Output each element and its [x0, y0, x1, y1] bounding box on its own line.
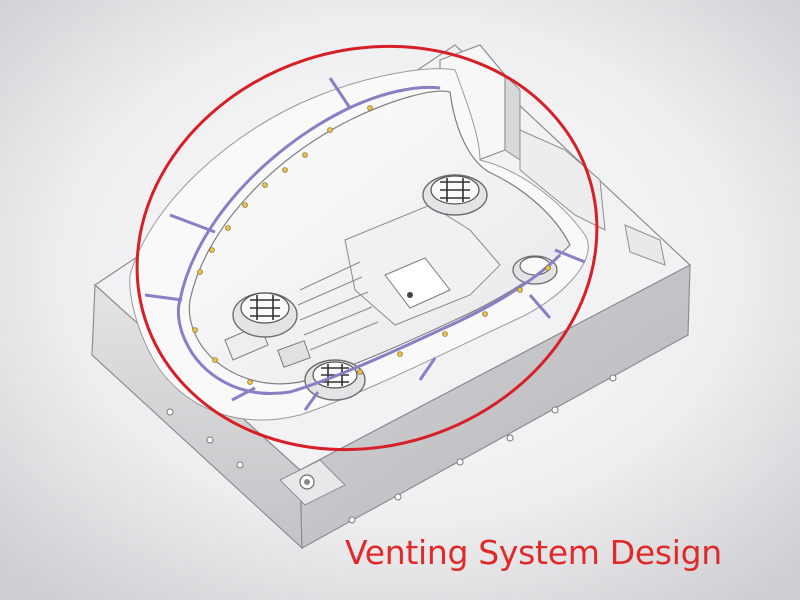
cavity-details [224, 204, 501, 368]
highlight-ellipse [135, 44, 599, 452]
diagram-caption: Venting System Design [345, 533, 722, 572]
mold-right-side [299, 263, 691, 550]
ejector-pin-boss-1 [422, 174, 488, 216]
vent-dots [192, 105, 551, 385]
vent-channel [176, 85, 562, 395]
ejector-pin-boss-2 [232, 292, 298, 338]
vent-exhaust-lines [144, 77, 586, 411]
corner-clamp-pad [279, 459, 346, 506]
side-bolt-holes [166, 374, 617, 524]
ejector-pin-boss-4 [512, 255, 558, 285]
